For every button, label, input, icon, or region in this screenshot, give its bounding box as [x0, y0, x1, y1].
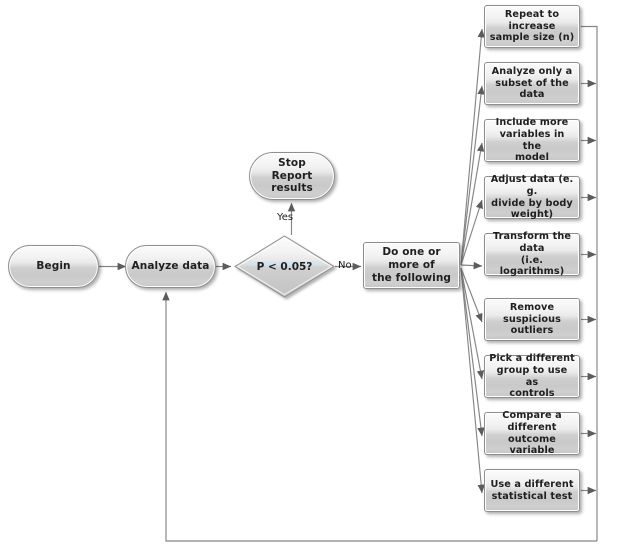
node-do-one-or-more-line1: Do one or more of	[382, 246, 441, 272]
node-option-test-line2: statistical test	[491, 490, 573, 502]
edge-label-no: No	[338, 260, 352, 271]
edge-fan-repeat	[460, 28, 485, 266]
node-option-outcome[interactable]: Compare a different outcome variable	[484, 409, 580, 457]
node-decision-label: P < 0.05?	[256, 260, 313, 273]
node-option-transform-line1: Transform the data	[492, 230, 572, 254]
node-option-controls[interactable]: Pick a different group to use as control…	[484, 352, 580, 400]
node-option-adjust-line3: weight)	[510, 209, 554, 221]
node-option-subset[interactable]: Analyze only a subset of the data	[484, 62, 580, 105]
node-option-adjust-line2: divide by body	[491, 197, 573, 209]
node-option-outliers-line1: Remove suspicious	[502, 301, 562, 325]
node-option-repeat-line2: sample size (n)	[489, 32, 575, 44]
node-option-variables[interactable]: Include more variables in the model	[484, 116, 580, 164]
node-option-controls-line3: controls	[509, 388, 555, 400]
node-do-one-or-more[interactable]: Do one or more of the following	[363, 242, 460, 289]
node-option-controls-line1: Pick a different	[489, 352, 575, 364]
node-option-outliers[interactable]: Remove suspicious outliers	[484, 298, 580, 341]
node-stop-label-line1: Stop	[278, 156, 306, 169]
edge-fan-outcome	[460, 267, 485, 437]
node-begin-label: Begin	[36, 260, 71, 273]
node-decision-p-value[interactable]: P < 0.05?	[235, 236, 334, 297]
node-option-variables-line2: variables in the	[499, 128, 565, 152]
node-option-subset-line2: subset of the data	[495, 77, 569, 101]
node-analyze-data-label: Analyze data	[131, 260, 210, 273]
node-option-repeat[interactable]: Repeat to increase sample size (n)	[484, 5, 580, 48]
node-begin[interactable]: Begin	[8, 245, 99, 288]
node-option-outcome-line1: Compare a different	[502, 409, 562, 433]
node-stop-report-results[interactable]: Stop Report results	[249, 152, 335, 200]
node-do-one-or-more-line2: the following	[371, 271, 452, 284]
node-option-subset-line1: Analyze only a	[491, 65, 573, 77]
node-option-variables-line3: model	[514, 152, 550, 164]
node-stop-label-line2: Report results	[271, 169, 313, 195]
edge-fan-outliers	[460, 267, 483, 323]
node-option-transform[interactable]: Transform the data (i.e. logarithms)	[484, 230, 580, 278]
node-option-controls-line2: group to use as	[496, 364, 568, 388]
edge-fan-controls	[460, 267, 485, 380]
edge-fan-test	[460, 267, 485, 494]
node-option-transform-line2: (i.e. logarithms)	[499, 254, 565, 278]
node-option-test[interactable]: Use a different statistical test	[484, 469, 580, 512]
node-option-repeat-line1: Repeat to increase	[504, 8, 560, 32]
node-option-adjust[interactable]: Adjust data (e. g. divide by body weight…	[484, 173, 580, 221]
node-option-test-line1: Use a different	[490, 478, 574, 490]
edge-fan-variables	[460, 142, 485, 266]
node-option-variables-line1: Include more	[495, 116, 569, 128]
node-option-outliers-line2: outliers	[510, 325, 554, 337]
edge-fan-subset	[460, 85, 485, 266]
node-analyze-data[interactable]: Analyze data	[125, 245, 216, 288]
edge-fan-transform	[460, 261, 483, 270]
edge-repeat-to-trunk	[581, 25, 598, 541]
node-option-adjust-line1: Adjust data (e. g.	[490, 173, 574, 197]
edge-fan-adjust	[460, 199, 483, 266]
node-option-outcome-line2: outcome variable	[508, 433, 556, 457]
edge-label-yes: Yes	[277, 212, 294, 223]
